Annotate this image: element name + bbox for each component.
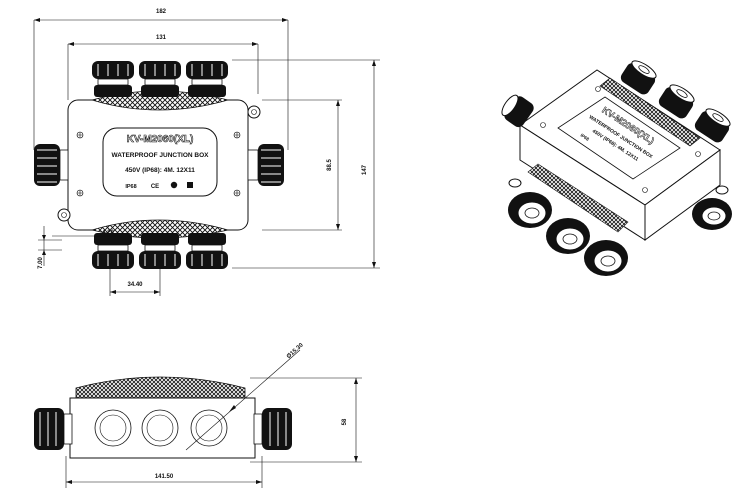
label-plate: [102, 127, 218, 197]
dim-inner-width: 131: [156, 35, 167, 41]
iso-label-plate: [557, 96, 681, 180]
iso-label-ip: IP68: [580, 133, 591, 143]
right-gland: [247, 144, 284, 186]
iso-mount-ear-right: [715, 185, 729, 195]
lid-screws: [76, 131, 241, 197]
side-view: 58 141.50 Ø15.30: [34, 342, 362, 488]
dim-hole-offset: 7.00: [38, 257, 44, 269]
iso-glands-top: [620, 60, 731, 143]
dim-slot: 4.20: [102, 230, 114, 236]
iso-mount-ear-left: [508, 178, 522, 188]
side-lid: [75, 376, 246, 399]
dim-cable-diameter: Ø15.30: [286, 342, 305, 360]
dim-overall-width: 182: [156, 9, 167, 15]
iso-gland-left: [501, 94, 534, 128]
label-ip: IP68: [125, 184, 136, 190]
bottom-glands: [92, 233, 228, 269]
iso-knurl-bottom: [527, 163, 629, 233]
dimension-lines-top-view: [33, 18, 380, 296]
dim-height-total: 147: [362, 164, 368, 175]
side-gland-left: [34, 408, 73, 450]
dimension-lines-side-view: [65, 349, 362, 488]
dim-height-body: 88.5: [327, 159, 333, 171]
bin-symbol-icon: [187, 182, 193, 188]
earth-symbol-icon: [170, 181, 178, 189]
iso-body-side: [644, 149, 721, 241]
iso-glands-bottom: [508, 192, 628, 276]
isometric-view: KV-M2060(XL) WATERPROOF JUNCTION BOX 450…: [501, 60, 732, 276]
label-spec: 450V (IP68): 4M. 12X11: [125, 167, 195, 174]
side-gland-right: [253, 408, 292, 450]
iso-gland-right: [692, 198, 732, 230]
mount-ear-bottom-left: [57, 208, 71, 222]
top-glands: [92, 61, 228, 97]
label-ce: CE: [151, 184, 159, 190]
left-gland: [34, 144, 69, 186]
label-title: WATERPROOF JUNCTION BOX: [111, 152, 209, 159]
dim-side-height: 58: [342, 418, 348, 425]
dim-pitch: 34.40: [127, 282, 143, 288]
iso-knurl-top: [599, 77, 701, 147]
dim-side-width: 141.50: [155, 474, 174, 480]
side-ports: [94, 409, 228, 447]
iso-screws: [540, 86, 701, 193]
label-model: KV-M2060(XL): [127, 134, 194, 145]
mount-ear-top-right: [247, 105, 261, 119]
top-view: KV-M2060(XL) WATERPROOF JUNCTION BOX 450…: [33, 9, 380, 296]
